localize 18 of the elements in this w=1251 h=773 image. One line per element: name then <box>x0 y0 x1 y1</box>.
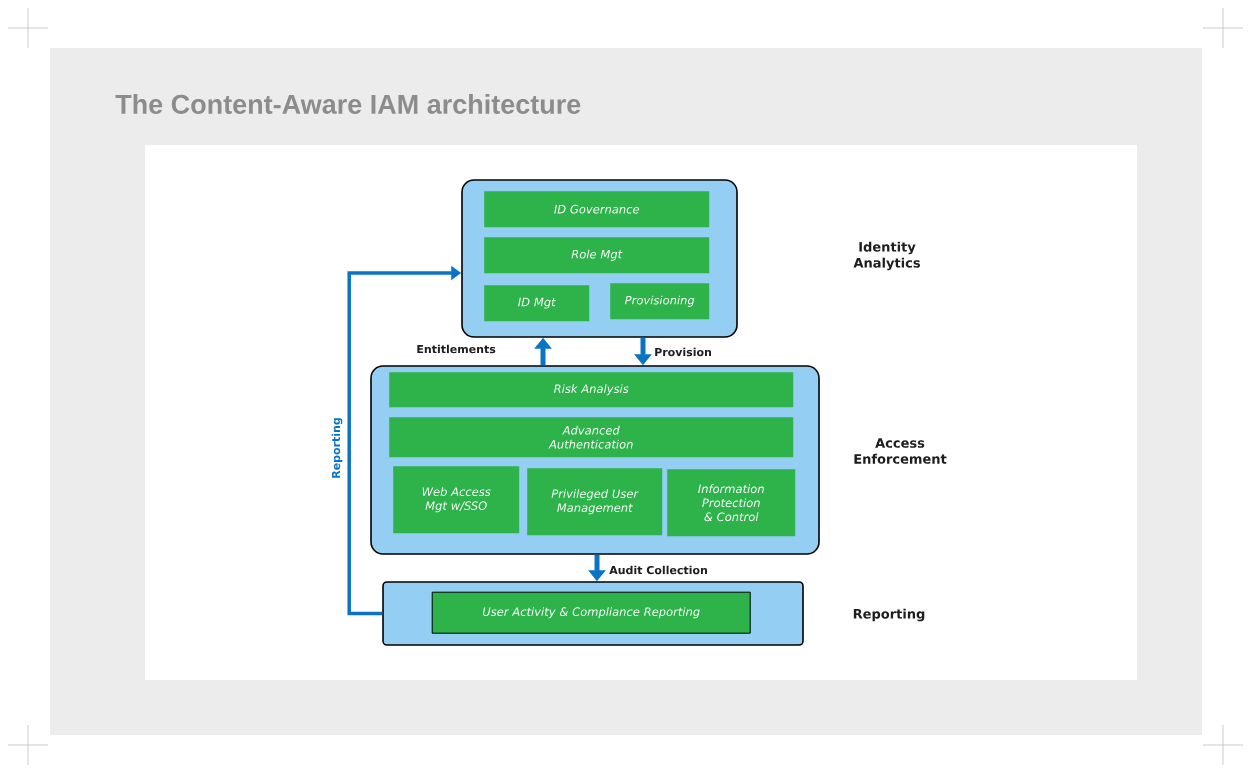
edge-label: Entitlements <box>417 344 496 354</box>
module-box: Risk Analysis <box>389 372 794 408</box>
edge-label: Reporting <box>331 418 343 478</box>
layer-label: Reporting <box>853 608 925 622</box>
module-box: Role Mgt <box>484 237 710 274</box>
layer-label: Access Enforcement <box>854 438 947 464</box>
module-box: User Activity & Compliance Reporting <box>431 591 751 634</box>
module-box: Web Access Mgt w/SSO <box>393 466 520 534</box>
title: The Content-Aware IAM architecture <box>115 94 581 114</box>
module-box: Provisioning <box>610 283 710 320</box>
module-box: ID Mgt <box>484 285 590 322</box>
edge-label: Provision <box>655 347 712 357</box>
module-box: Privileged User Management <box>527 468 663 536</box>
module-box: Information Protection & Control <box>667 469 796 537</box>
edge-label: Audit Collection <box>609 565 707 575</box>
module-box: ID Governance <box>484 191 710 228</box>
layer-label: Identity Analytics <box>853 241 920 271</box>
module-box: Advanced Authentication <box>389 417 794 458</box>
